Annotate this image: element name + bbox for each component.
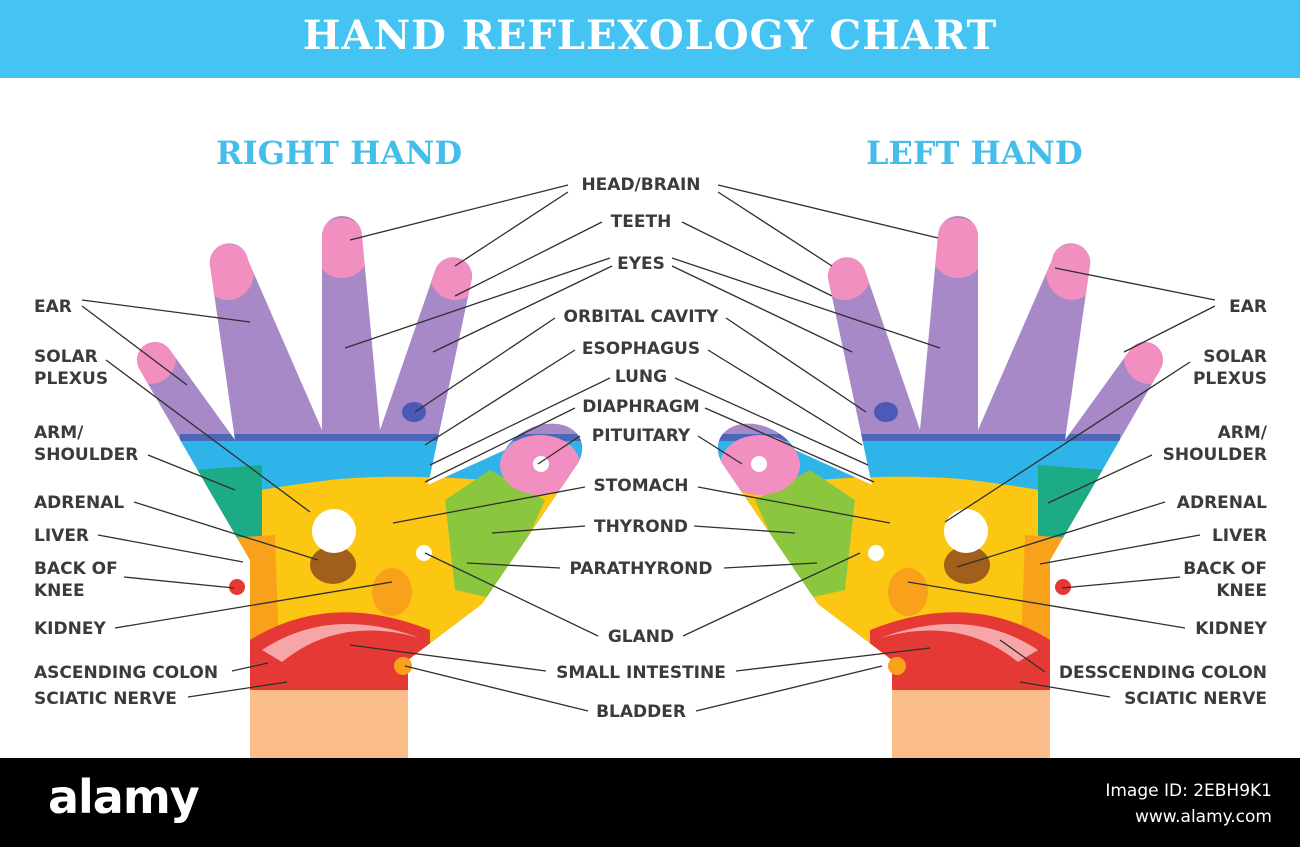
label-small-intestine: SMALL INTESTINE	[556, 663, 726, 683]
label-kidney-right: KIDNEY	[34, 619, 106, 639]
label-gland: GLAND	[608, 627, 674, 647]
label-back-of-knee-left-2: KNEE	[1216, 581, 1267, 601]
label-arm-shoulder-right-2: SHOULDER	[34, 445, 138, 465]
label-solar-plexus-right-1: SOLAR	[34, 347, 98, 367]
left-hand-side-labels: EAR SOLAR PLEXUS ARM/ SHOULDER ADRENAL L…	[1059, 297, 1268, 709]
gland-dot	[416, 545, 432, 561]
label-stomach: STOMACH	[593, 476, 688, 496]
fingertip-4	[429, 244, 481, 300]
label-solar-plexus-right-2: PLEXUS	[34, 369, 108, 389]
label-bladder: BLADDER	[596, 702, 686, 722]
label-orbital-cavity: ORBITAL CAVITY	[564, 307, 720, 327]
footer-image-info: Image ID: 2EBH9K1 www.alamy.com	[1105, 778, 1272, 830]
liver-brown-dot	[310, 546, 356, 584]
kidney-orange-dot	[372, 568, 412, 616]
thumb-green-zone	[445, 470, 545, 600]
back-of-knee-dot	[229, 579, 245, 595]
label-adrenal-right: ADRENAL	[34, 493, 124, 513]
footer-logo: alamy	[48, 770, 200, 824]
label-esophagus: ESOPHAGUS	[582, 339, 700, 359]
label-lung: LUNG	[615, 367, 667, 387]
right-hand-title: RIGHT HAND	[216, 134, 463, 172]
label-ear-left: EAR	[1229, 297, 1267, 317]
label-sciatic-nerve-left: SCIATIC NERVE	[1124, 689, 1267, 709]
label-arm-shoulder-left-2: SHOULDER	[1163, 445, 1267, 465]
title-banner	[0, 0, 1300, 78]
label-solar-plexus-left-1: SOLAR	[1203, 347, 1267, 367]
adrenal-green-zone	[195, 465, 262, 540]
chart-title: HAND REFLEXOLOGY CHART	[302, 12, 998, 59]
label-liver-left: LIVER	[1212, 526, 1267, 546]
label-pituitary: PITUITARY	[592, 426, 691, 446]
label-eyes: EYES	[617, 254, 665, 274]
leader-lines	[81, 184, 1216, 712]
label-back-of-knee-right-1: BACK OF	[34, 559, 118, 579]
reflexology-diagram: HEAD/BRAIN TEETH EYES ORBITAL CAVITY ESO…	[34, 175, 1268, 758]
footer-image-id: Image ID: 2EBH9K1	[1105, 781, 1272, 801]
label-ascending-colon: ASCENDING COLON	[34, 663, 218, 683]
solar-plexus-dot	[312, 509, 356, 553]
label-adrenal-left: ADRENAL	[1177, 493, 1267, 513]
label-descending-colon: DESSCENDING COLON	[1059, 663, 1267, 683]
fingertip-2	[202, 244, 254, 300]
intestine-pink-zone	[262, 624, 420, 662]
label-back-of-knee-left-1: BACK OF	[1183, 559, 1267, 579]
fingertip-3	[314, 218, 370, 278]
label-liver-right: LIVER	[34, 526, 89, 546]
label-head-brain: HEAD/BRAIN	[581, 175, 700, 195]
footer-url: www.alamy.com	[1134, 807, 1272, 827]
label-solar-plexus-left-2: PLEXUS	[1193, 369, 1267, 389]
orbital-cavity-dot	[402, 402, 426, 422]
wrist-zone	[240, 690, 430, 758]
label-kidney-left: KIDNEY	[1195, 619, 1267, 639]
center-labels: HEAD/BRAIN TEETH EYES ORBITAL CAVITY ESO…	[556, 175, 726, 722]
label-diaphragm: DIAPHRAGM	[582, 397, 699, 417]
label-thyrond: THYROND	[594, 517, 688, 537]
label-arm-shoulder-left-1: ARM/	[1218, 423, 1268, 443]
label-teeth: TEETH	[611, 212, 672, 232]
label-sciatic-nerve-right: SCIATIC NERVE	[34, 689, 177, 709]
label-ear-right: EAR	[34, 297, 72, 317]
left-hand-title: LEFT HAND	[866, 134, 1083, 172]
label-parathyrond: PARATHYROND	[570, 559, 713, 579]
band-dark-line	[180, 434, 583, 441]
right-hand-side-labels: EAR SOLAR PLEXUS ARM/ SHOULDER ADRENAL L…	[34, 297, 218, 709]
fingertip-1	[136, 332, 176, 384]
bladder-dot	[394, 657, 412, 675]
label-arm-shoulder-right-1: ARM/	[34, 423, 84, 443]
label-back-of-knee-right-2: KNEE	[34, 581, 85, 601]
footer-bar	[0, 758, 1300, 847]
